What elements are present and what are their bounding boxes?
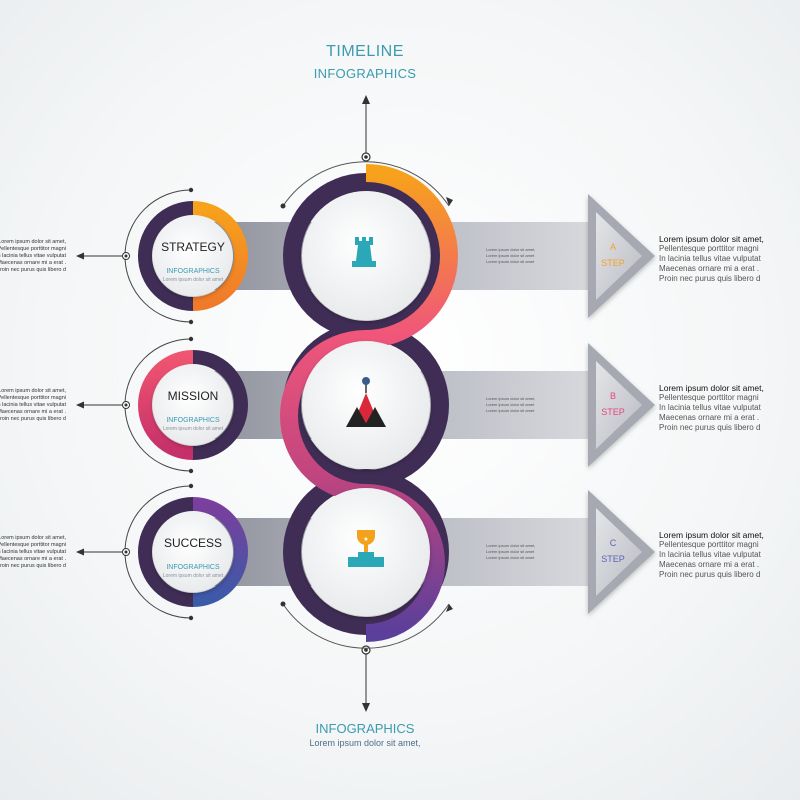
band-desc-line: Lorem ipsum dolor sit amet	[486, 408, 535, 413]
band-desc-line: Lorem ipsum dolor sit amet,	[486, 543, 536, 548]
left-desc-line: Proin nec purus quis libero d	[0, 563, 66, 569]
left-desc-line: Proin nec purus quis libero d	[0, 416, 66, 422]
trophy-icon: ★	[348, 530, 384, 567]
right-desc-line: Maecenas ornare mi a erat .	[659, 413, 760, 422]
band-desc-line: Lorem ipsum dolor sit amet	[486, 555, 535, 560]
left-ring-color	[192, 497, 248, 607]
left-desc-line: In lacinia tellus vitae vulputat	[0, 549, 67, 555]
row-label: SUCCESS	[163, 536, 222, 550]
right-description: Lorem ipsum dolor sit amet,Pellentesque …	[659, 383, 764, 433]
chess-rook-icon	[352, 237, 376, 267]
center-node: ★	[302, 488, 430, 616]
left-description: Lorem ipsum dolor sit amet,Pellentesque …	[0, 388, 66, 423]
right-desc-line: Proin nec purus quis libero d	[659, 570, 761, 579]
row-small-text: Lorem ipsum dolor sit amet	[162, 277, 224, 283]
row-small-text: Lorem ipsum dolor sit amet	[162, 573, 224, 579]
step-letter: B	[609, 391, 616, 401]
right-desc-line: Proin nec purus quis libero d	[659, 423, 761, 432]
step-badge: A STEP	[596, 239, 630, 271]
header-title: TIMELINE	[326, 43, 404, 60]
step-word: STEP	[601, 554, 625, 564]
left-ring-color	[192, 201, 248, 311]
left-desc-line: In lacinia tellus vitae vulputat	[0, 253, 67, 259]
step-badge: B STEP	[596, 388, 630, 420]
right-desc-line: Pellentesque porttitor magni	[659, 540, 759, 549]
row-sublabel: INFOGRAPHICS	[166, 417, 220, 424]
bottom-arrow	[361, 645, 371, 712]
right-desc-line: Maecenas ornare mi a erat .	[659, 264, 760, 273]
band-desc-line: Lorem ipsum dolor sit amet	[486, 402, 535, 407]
top-orbit-line	[282, 161, 450, 207]
left-ring-dark	[138, 350, 194, 460]
left-ring-dark	[138, 497, 194, 607]
step-badge: C STEP	[596, 535, 630, 567]
band-description: Lorem ipsum dolor sit amet,Lorem ipsum d…	[486, 543, 535, 561]
left-desc-line: Pellentesque porttitor magni	[0, 395, 66, 401]
right-desc-line: Lorem ipsum dolor sit amet,	[659, 383, 764, 393]
svg-text:★: ★	[363, 536, 368, 543]
band-desc-line: Lorem ipsum dolor sit amet,	[486, 247, 536, 252]
arrow-head-inner	[596, 212, 642, 300]
band-description: Lorem ipsum dolor sit amet,Lorem ipsum d…	[486, 396, 535, 414]
footer-text: Lorem ipsum dolor sit amet,	[309, 738, 421, 748]
right-desc-line: In lacinia tellus vitae vulputat	[659, 254, 761, 263]
left-description: Lorem ipsum dolor sit amet,Pellentesque …	[0, 239, 66, 274]
band-desc-line: Lorem ipsum dolor sit amet,	[486, 396, 536, 401]
left-desc-line: Lorem ipsum dolor sit amet,	[0, 535, 66, 541]
right-desc-line: Proin nec purus quis libero d	[659, 274, 761, 283]
bottom-orbit-line	[282, 603, 450, 649]
band-desc-line: Lorem ipsum dolor sit amet	[486, 549, 535, 554]
header-subtitle: INFOGRAPHICS	[313, 66, 417, 81]
center-node	[302, 192, 430, 320]
left-desc-line: Lorem ipsum dolor sit amet,	[0, 239, 66, 245]
right-desc-line: Lorem ipsum dolor sit amet,	[659, 530, 764, 540]
left-disc	[153, 512, 233, 592]
left-ring-color	[192, 350, 248, 460]
step-word: STEP	[601, 407, 625, 417]
left-desc-line: Pellentesque porttitor magni	[0, 542, 66, 548]
left-desc-line: Maecenas ornare mi a erat .	[0, 260, 66, 266]
right-description: Lorem ipsum dolor sit amet,Pellentesque …	[659, 530, 764, 580]
right-desc-line: Pellentesque porttitor magni	[659, 393, 759, 402]
right-description: Lorem ipsum dolor sit amet,Pellentesque …	[659, 234, 764, 284]
row-sublabel: INFOGRAPHICS	[166, 268, 220, 275]
top-arrow	[361, 95, 371, 162]
step-word: STEP	[601, 258, 625, 268]
left-desc-line: Proin nec purus quis libero d	[0, 267, 66, 273]
left-desc-line: Pellentesque porttitor magni	[0, 246, 66, 252]
left-desc-line: Maecenas ornare mi a erat .	[0, 556, 66, 562]
right-desc-line: Lorem ipsum dolor sit amet,	[659, 234, 764, 244]
left-desc-line: Maecenas ornare mi a erat .	[0, 409, 66, 415]
row-label-block: MISSION INFOGRAPHICS Lorem ipsum dolor sit…	[153, 389, 233, 432]
footer-title: INFOGRAPHICS	[315, 721, 415, 736]
left-desc-line: Lorem ipsum dolor sit amet,	[0, 388, 66, 394]
row-small-text: Lorem ipsum dolor sit amet	[162, 426, 224, 432]
band-desc-line: Lorem ipsum dolor sit amet	[486, 253, 535, 258]
step-letter: A	[609, 242, 616, 252]
center-node	[302, 341, 430, 469]
right-desc-line: Maecenas ornare mi a erat .	[659, 560, 760, 569]
left-disc	[153, 216, 233, 296]
row-label: STRATEGY	[161, 240, 225, 254]
step-letter: C	[609, 538, 617, 548]
row-label-block: STRATEGY INFOGRAPHICS Lorem ipsum dolor si…	[153, 240, 233, 283]
right-desc-line: In lacinia tellus vitae vulputat	[659, 550, 761, 559]
mountain-flag-icon	[346, 377, 386, 427]
left-description: Lorem ipsum dolor sit amet,Pellentesque …	[0, 535, 66, 570]
arrow-head-inner	[596, 508, 642, 596]
band-description: Lorem ipsum dolor sit amet,Lorem ipsum d…	[486, 247, 535, 265]
right-desc-line: In lacinia tellus vitae vulputat	[659, 403, 761, 412]
left-disc	[153, 365, 233, 445]
row-label-block: SUCCESS INFOGRAPHICS Lorem ipsum dolor sit…	[153, 536, 233, 579]
left-ring-dark	[138, 201, 194, 311]
row-label: MISSION	[167, 389, 219, 403]
left-desc-line: In lacinia tellus vitae vulputat	[0, 402, 67, 408]
right-desc-line: Pellentesque porttitor magni	[659, 244, 759, 253]
band-desc-line: Lorem ipsum dolor sit amet	[486, 259, 535, 264]
arrow-head-inner	[596, 361, 642, 449]
row-sublabel: INFOGRAPHICS	[166, 564, 220, 571]
snake-ribbon	[280, 164, 458, 642]
